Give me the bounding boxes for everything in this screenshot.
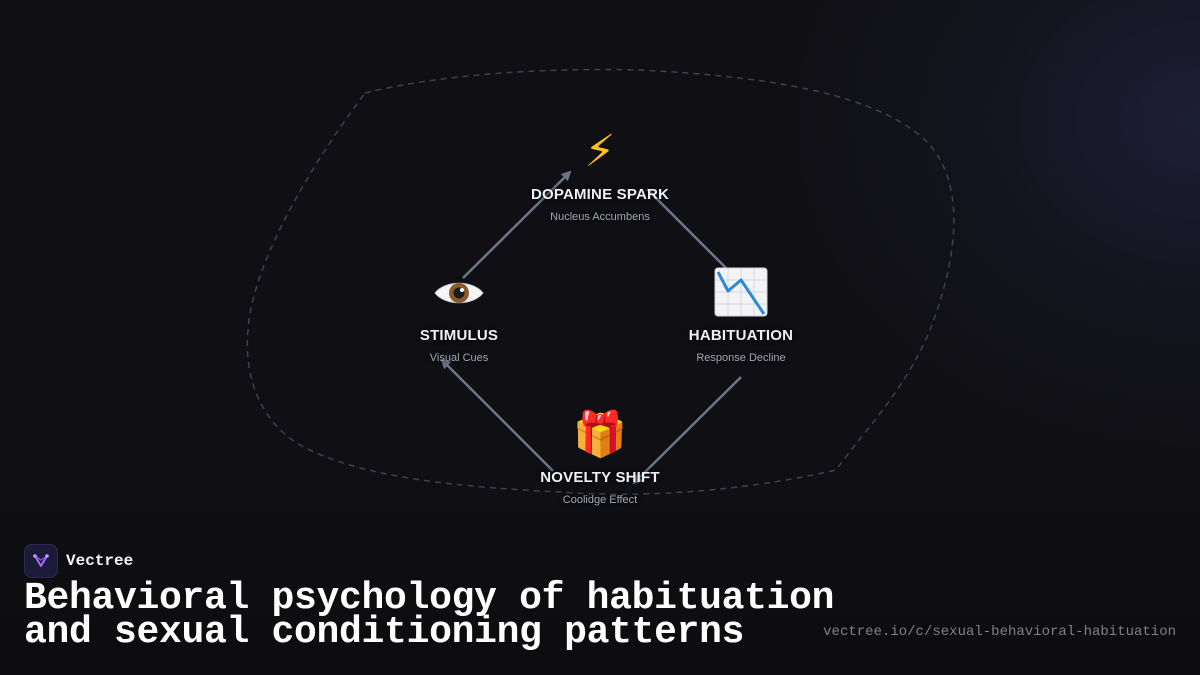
arrow-dopamine-to-habituation	[646, 188, 729, 271]
page-title-line-1: Behavioral psychology of habituation	[24, 577, 835, 620]
brand[interactable]: Vectree	[24, 544, 133, 578]
arrow-stimulus-to-dopamine	[462, 170, 572, 279]
brand-name: Vectree	[66, 552, 134, 570]
node-dopamine-spark: ⚡ DOPAMINE SPARK Nucleus Accumbens	[500, 122, 700, 223]
node-subtitle: Visual Cues	[429, 352, 489, 364]
node-stimulus: STIMULUS Visual Cues	[359, 263, 559, 364]
node-title: STIMULUS	[419, 327, 499, 344]
dashed-outline	[246, 68, 955, 495]
page-title: Behavioral psychology of habituation and…	[24, 577, 835, 654]
arrow-novelty-to-stimulus	[440, 358, 554, 472]
node-subtitle: Response Decline	[696, 352, 786, 364]
node-subtitle: Nucleus Accumbens	[550, 211, 650, 223]
page-url[interactable]: vectree.io/c/sexual-behavioral-habituati…	[823, 624, 1176, 640]
node-title: HABITUATION	[688, 327, 794, 344]
eye-icon	[359, 263, 559, 323]
node-novelty-shift: 🎁 NOVELTY SHIFT Coolidge Effect	[500, 405, 700, 506]
chart-decreasing-icon	[641, 263, 841, 323]
node-subtitle: Coolidge Effect	[562, 494, 638, 506]
node-title: DOPAMINE SPARK	[530, 186, 670, 203]
node-title: NOVELTY SHIFT	[540, 469, 660, 486]
arrow-habituation-to-novelty	[632, 376, 742, 485]
node-habituation: HABITUATION Response Decline	[641, 263, 841, 364]
vectree-logo-icon	[24, 544, 58, 578]
lightning-bolt-icon: ⚡	[584, 126, 616, 177]
gift-icon: 🎁	[572, 409, 628, 460]
page-title-line-2: and sexual conditioning patterns	[24, 611, 745, 654]
